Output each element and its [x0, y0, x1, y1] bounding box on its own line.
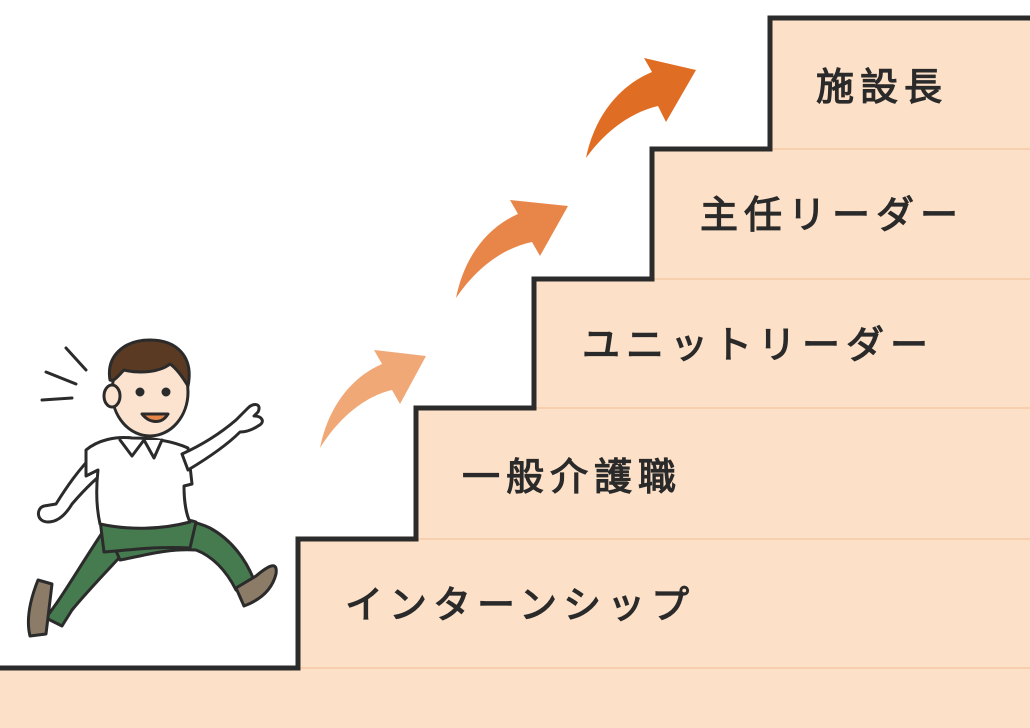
staircase-outline [0, 15, 1030, 671]
running-man-pointing-icon [26, 338, 278, 638]
staircase-fill [0, 18, 1030, 728]
step-label-chief-leader: 主任リーダー [700, 193, 964, 237]
step-label-internship: インターンシップ [345, 583, 695, 627]
curved-up-arrow-icon [320, 350, 426, 448]
curved-up-arrow-icon [586, 58, 696, 158]
step-label-unit-leader: ユニットリーダー [582, 323, 934, 367]
curved-up-arrow-icon [456, 200, 568, 298]
step-label-facility-director: 施設長 [816, 65, 948, 109]
step-dividers [298, 148, 1030, 669]
step-label-general-care: 一般介護職 [462, 455, 682, 499]
